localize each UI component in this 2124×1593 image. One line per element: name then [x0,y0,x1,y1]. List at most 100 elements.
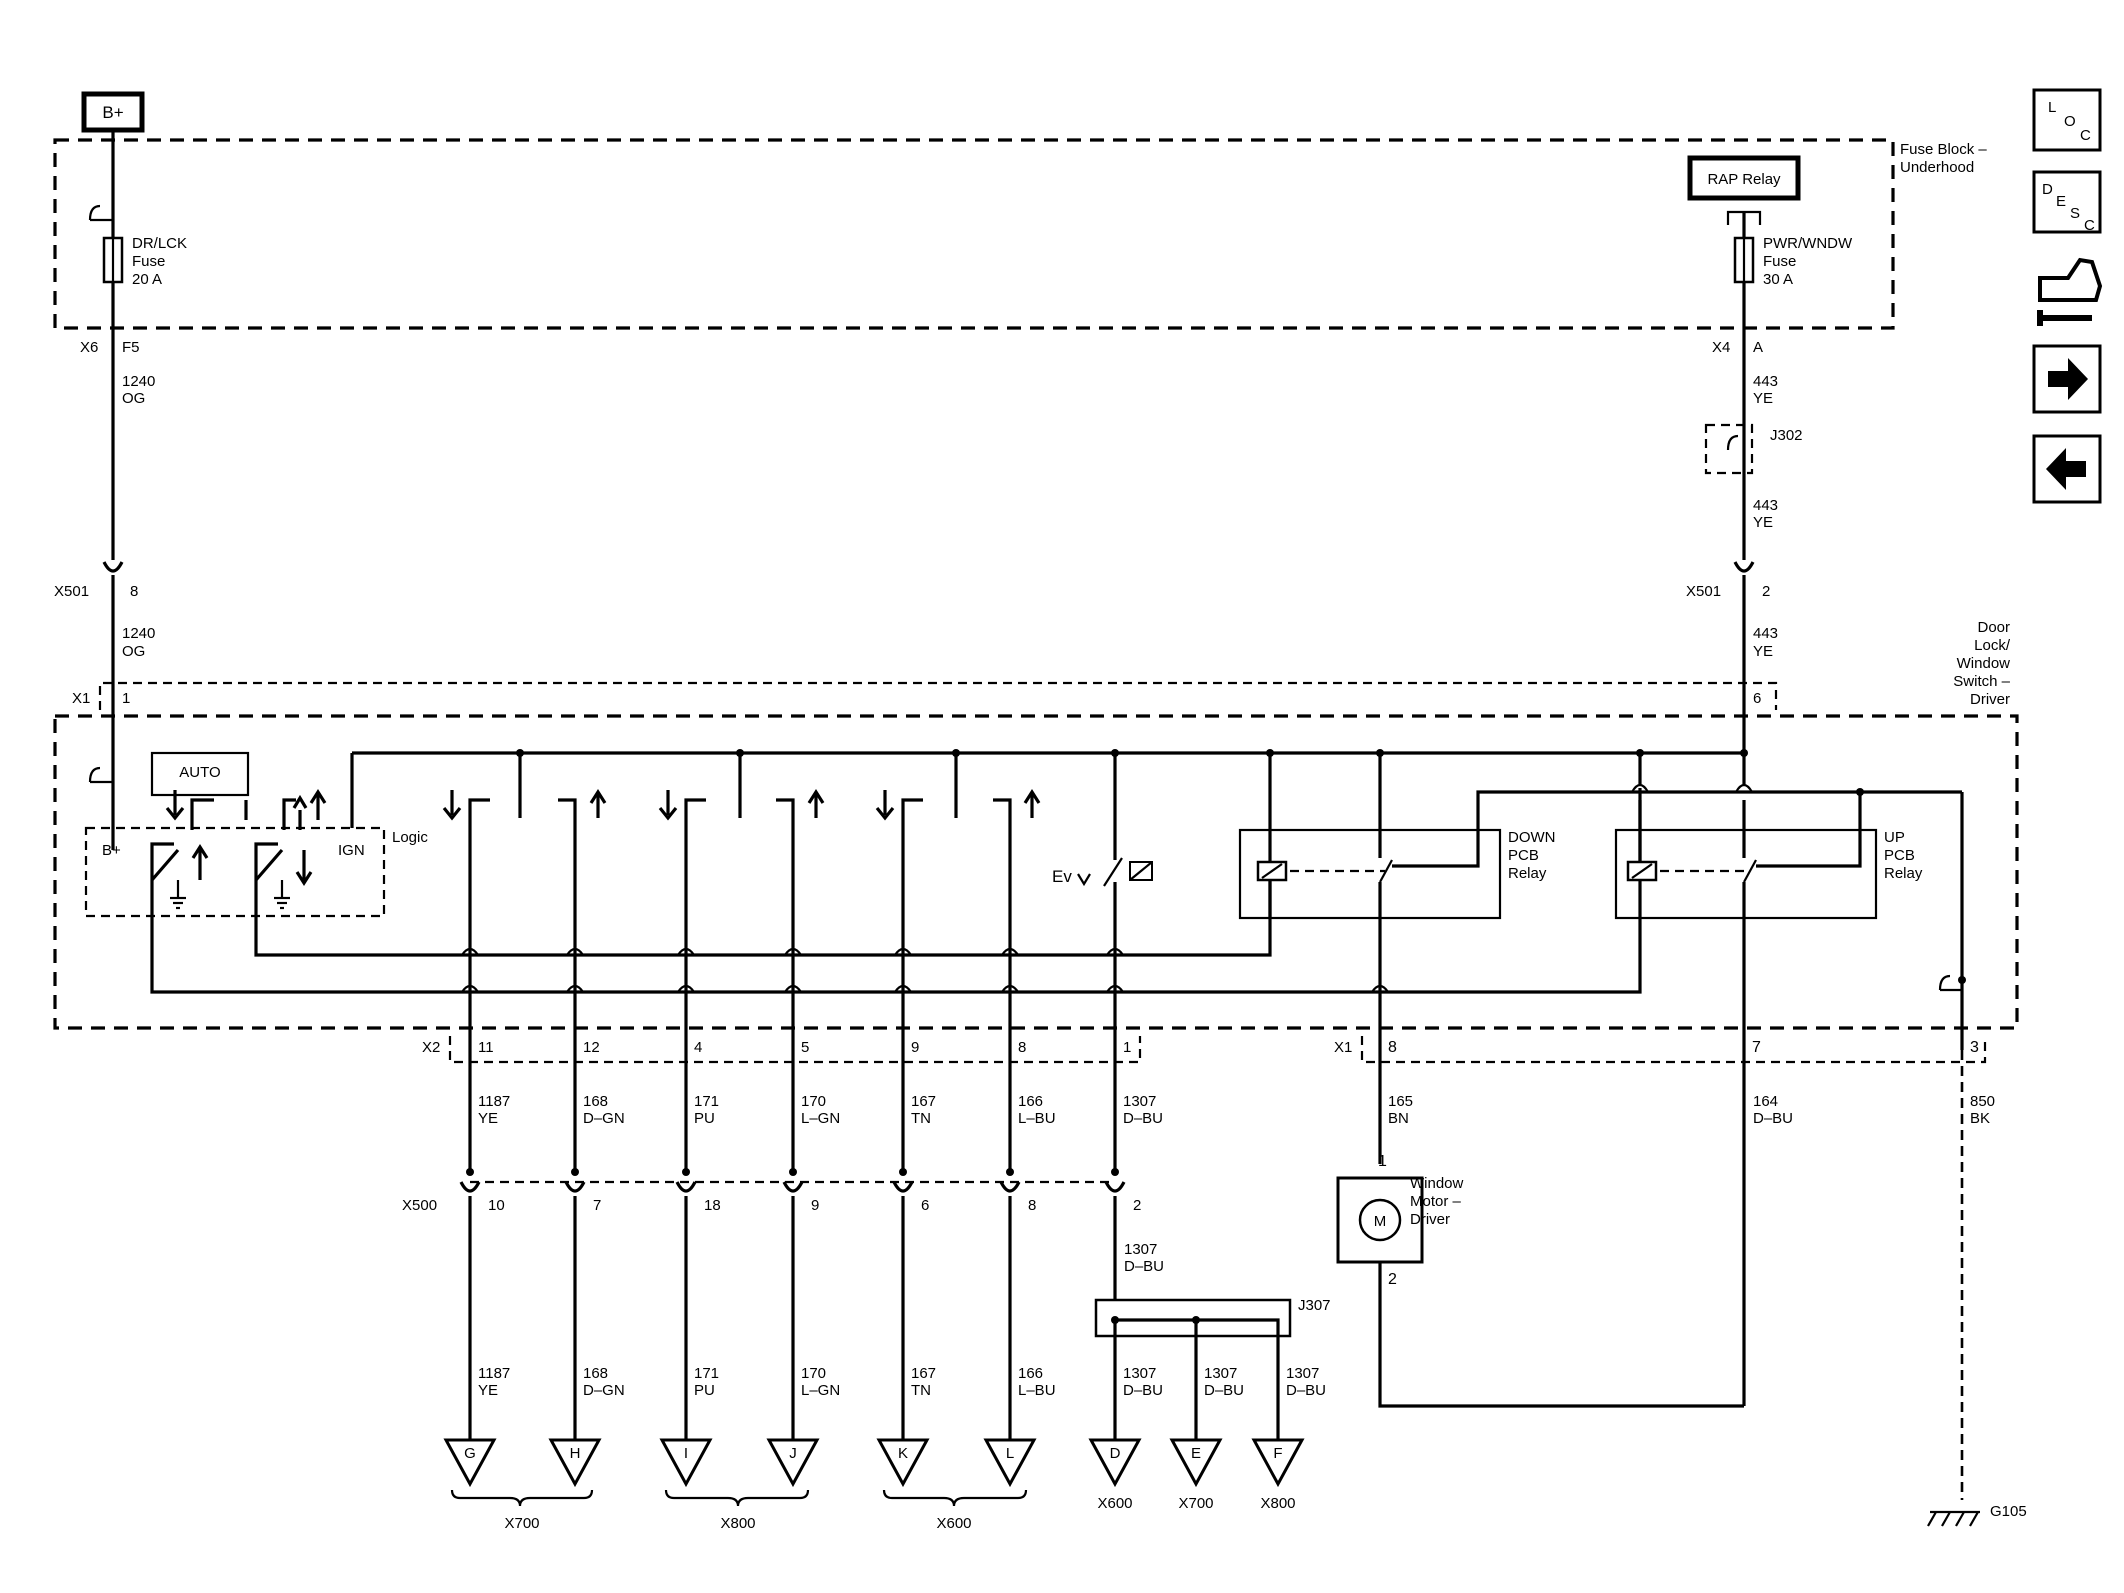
x500-pin-dot-3 [789,1168,797,1176]
conn-x2: X2 [422,1039,440,1056]
desc-char-d: D [2042,181,2053,198]
fuse-block-label-2: Underhood [1900,159,1974,176]
j307-conn-2: X800 [1260,1495,1295,1512]
x2-pin-2: 4 [694,1039,702,1056]
x1-pin-7: 7 [1752,1039,1761,1056]
loc-button[interactable]: L O C [2032,88,2102,152]
j307-conn-1: X700 [1178,1495,1213,1512]
motor-label-2: Motor – [1410,1193,1462,1210]
x500-pin-6: 2 [1133,1197,1141,1214]
wire-1307-mid-col: D–BU [1124,1258,1164,1275]
motor-icon [1358,1198,1402,1242]
j307-wire-num-1: 1307 [1204,1365,1237,1382]
j307-wire-num-0: 1307 [1123,1365,1156,1382]
x500-socket-3 [782,1181,804,1193]
wire-num-upper-1: 168 [583,1093,608,1110]
pin-f5: F5 [122,339,140,356]
x500-socket-2 [675,1181,697,1193]
wire-col-lower-1: D–GN [583,1382,625,1399]
wire-num-lower-3: 170 [801,1365,826,1382]
terminal-letter-2: I [684,1445,688,1462]
splice-j302-label: J302 [1770,427,1803,444]
terminal-triangle-0 [443,1438,497,1488]
wire-443-a-col: YE [1753,390,1773,407]
down-pcb-relay [1238,828,1502,920]
x500-pin-3: 9 [811,1197,819,1214]
down-relay-label-1: DOWN [1508,829,1556,846]
x500-pin-0: 10 [488,1197,505,1214]
wire-num-upper-0: 1187 [478,1093,510,1110]
arrow-left-button[interactable] [2032,434,2102,504]
module-label-5: Driver [1970,691,2010,708]
x500-pin-dot-4 [899,1168,907,1176]
fuse-right-label-2: Fuse [1763,253,1796,270]
fuse-right-label-3: 30 A [1763,271,1793,288]
wire-col-upper-0: YE [478,1110,498,1127]
ev-switch-icon [1129,861,1153,881]
vehicle-wrench-icon[interactable] [2037,257,2103,326]
wire-443-c-col: YE [1753,643,1773,660]
x2-pin-3: 5 [801,1039,809,1056]
conn-x4: X4 [1712,339,1730,356]
wire-164-col: D–BU [1753,1110,1793,1127]
x500-pin-1: 7 [593,1197,601,1214]
wire-443-c-num: 443 [1753,625,1778,642]
wire-num-lower-1: 168 [583,1365,608,1382]
x2-pin-5: 8 [1018,1039,1026,1056]
j307-conn-0: X600 [1097,1495,1132,1512]
loc-char-c: C [2080,127,2091,144]
wire-443-b-col: YE [1753,514,1773,531]
desc-char-c: C [2084,217,2095,234]
arrow-right-button[interactable] [2032,344,2102,414]
bottom-pin-columns: 111187YE101187YEG12168D–GN7168D–GNH4171P… [443,1039,1326,1512]
module-label-4: Switch – [1953,673,2010,690]
up-pcb-relay [1614,828,1878,920]
x500-socket-5 [999,1181,1021,1193]
terminal-triangle-3 [766,1438,820,1488]
x2-pin-1: 12 [583,1039,600,1056]
wire-1240-a-col: OG [122,390,145,407]
fuse-left-label-2: Fuse [132,253,165,270]
module-label-1: Door [1977,619,2010,636]
bplus-in-label: B+ [102,842,121,859]
pin-6-top: 6 [1753,690,1761,707]
motor-pin-1: 1 [1378,1153,1387,1170]
rap-relay-box [1687,155,1801,201]
wire-443-b-num: 443 [1753,497,1778,514]
group-x600: X600 [936,1515,971,1532]
conn-x1-top: X1 [72,690,90,707]
terminal-letter-0: G [464,1445,476,1462]
terminal-letter-3: J [789,1445,797,1462]
splice-j307-label: J307 [1298,1297,1331,1314]
wire-col-upper-5: L–BU [1018,1110,1056,1127]
x1-pin-3: 3 [1970,1039,1979,1056]
terminal-triangle-5 [983,1438,1037,1488]
conn-x501-left: X501 [54,583,89,600]
motor-pin-2: 2 [1388,1271,1397,1288]
wire-443-a-num: 443 [1753,373,1778,390]
down-relay-label-3: Relay [1508,865,1547,882]
x500-socket-1 [564,1181,586,1193]
wire-num-lower-0: 1187 [478,1365,510,1382]
fuse-left-label-3: 20 A [132,271,162,288]
x500-pin-dot-6 [1111,1168,1119,1176]
wire-850-col: BK [1970,1110,1990,1127]
j307-terminal-letter-2: F [1273,1445,1282,1462]
module-label-2: Lock/ [1974,637,2011,654]
fuse-right-label-1: PWR/WNDW [1763,235,1853,252]
wire-num-lower-5: 166 [1018,1365,1043,1382]
wire-1240-a-num: 1240 [122,373,155,390]
motor-label-3: Driver [1410,1211,1450,1228]
fuse-block-label-1: Fuse Block – [1900,141,1987,158]
auto-label: AUTO [179,764,220,781]
wire-col-upper-4: TN [911,1110,931,1127]
wire-num-upper-2: 171 [694,1093,719,1110]
x500-pin-dot-0 [466,1168,474,1176]
desc-char-s: S [2070,205,2080,222]
wire-num-upper-5: 166 [1018,1093,1043,1110]
up-relay-label-2: PCB [1884,847,1915,864]
x500-socket-4 [892,1181,914,1193]
j307-terminal-letter-0: D [1110,1445,1121,1462]
desc-button[interactable]: D E S C [2032,170,2102,234]
